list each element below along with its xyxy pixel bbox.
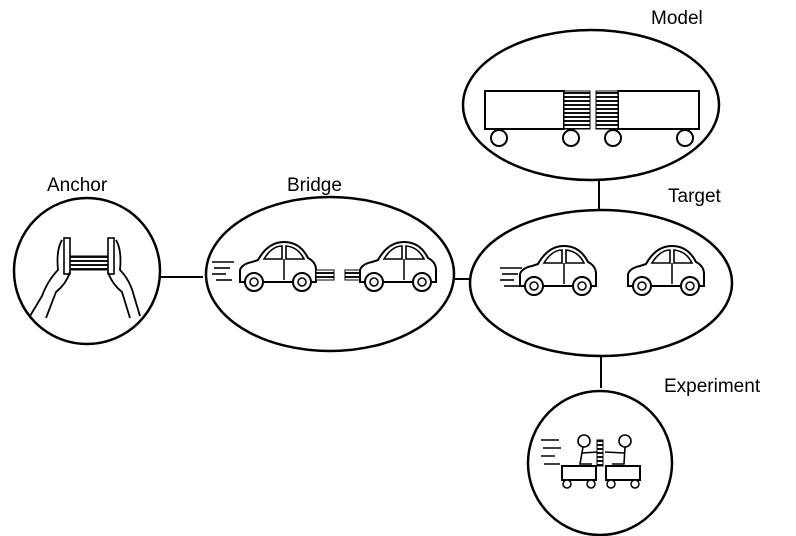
target-node	[468, 208, 734, 358]
model-node	[461, 28, 721, 182]
anchor-node	[12, 196, 162, 346]
experiment-node	[526, 389, 674, 536]
edges	[160, 180, 602, 388]
model-label: Model	[651, 8, 703, 29]
experiment-label: Experiment	[664, 376, 761, 397]
bridge-node	[204, 195, 456, 353]
target-label: Target	[668, 186, 721, 207]
bridge-label: Bridge	[287, 175, 342, 196]
anchor-label: Anchor	[47, 175, 108, 196]
speed-lines	[541, 439, 561, 465]
